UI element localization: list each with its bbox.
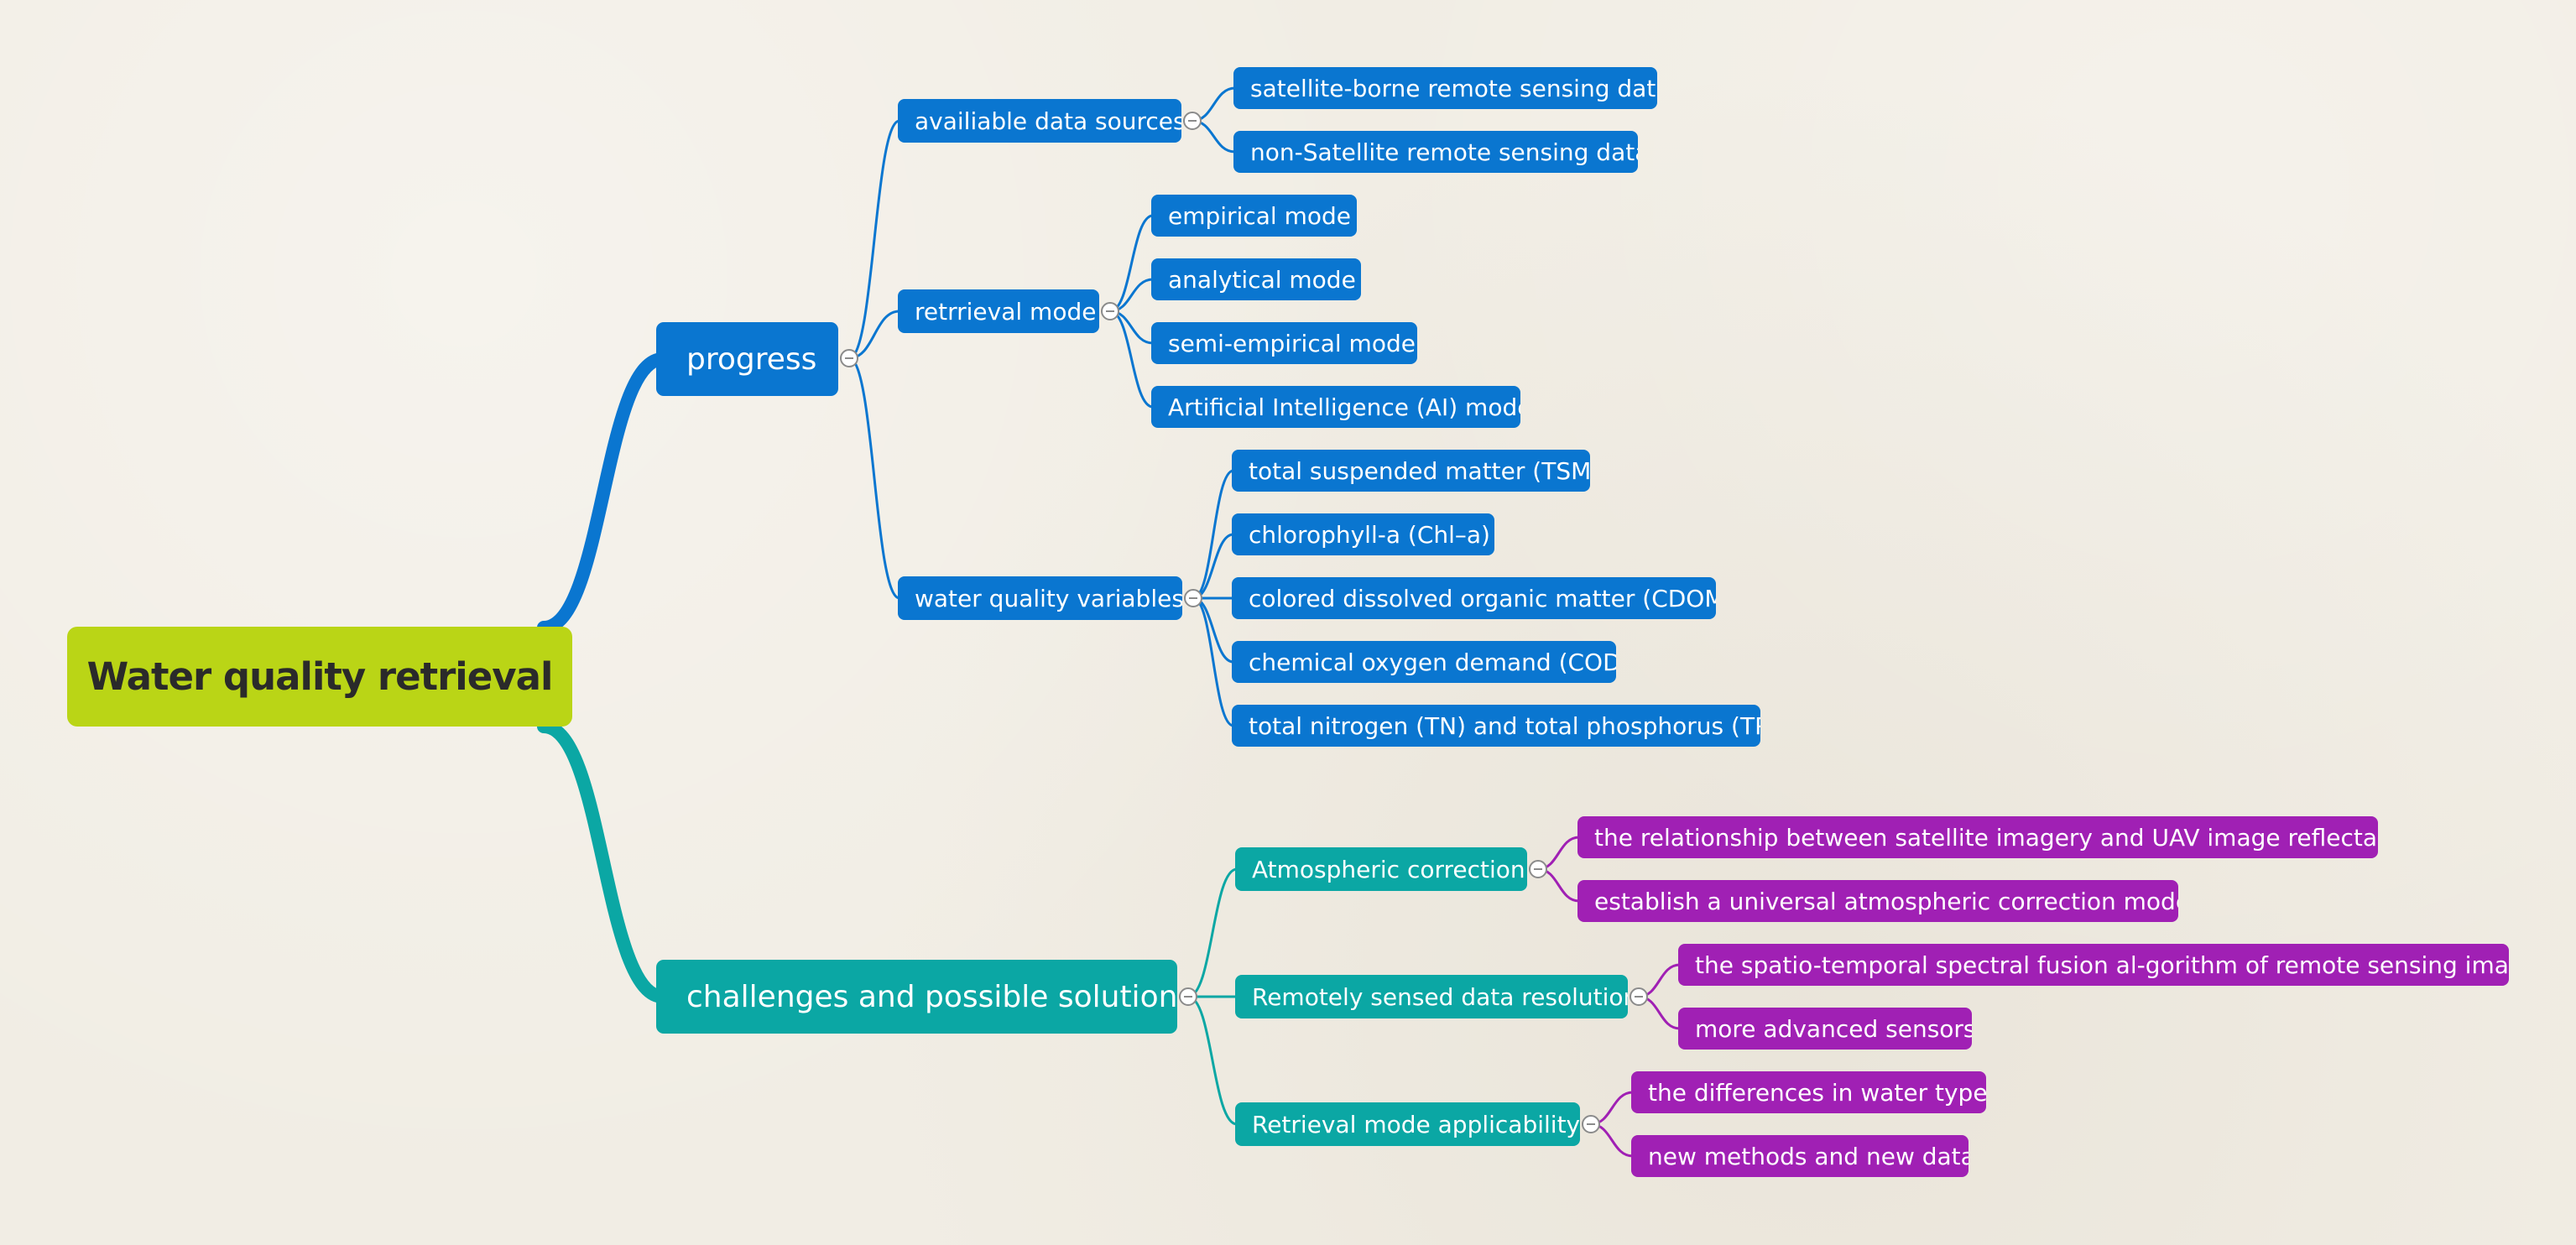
- link-root-challenges: [537, 720, 670, 1003]
- leaf-label: non-Satellite remote sensing data: [1250, 138, 1638, 166]
- collapse-toggle-data-sources-icon[interactable]: [1183, 112, 1202, 130]
- subtopic-atmospheric-correction[interactable]: Atmospheric correction: [1235, 847, 1527, 891]
- collapse-toggle-variables-icon[interactable]: [1184, 589, 1202, 607]
- leaf-label: empirical mode: [1168, 201, 1351, 230]
- leaf-satellite-borne-data[interactable]: satellite-borne remote sensing data: [1233, 67, 1657, 109]
- leaf-label: establish a universal atmospheric correc…: [1594, 887, 2178, 915]
- topic-progress[interactable]: progress: [656, 322, 838, 396]
- subtopic-data-sources[interactable]: availiable data sources: [898, 99, 1181, 143]
- leaf-universal-correction-model[interactable]: establish a universal atmospheric correc…: [1577, 880, 2178, 922]
- root-topic-label: Water quality retrieval: [86, 654, 554, 699]
- collapse-toggle-challenges-icon[interactable]: [1179, 987, 1197, 1006]
- subtopic-retrieval-mode-label: retrrieval mode: [915, 297, 1097, 326]
- leaf-satellite-uav-reflectance[interactable]: the relationship between satellite image…: [1577, 816, 2378, 858]
- leaf-cod[interactable]: chemical oxygen demand (COD): [1232, 641, 1616, 683]
- leaf-tn-tp[interactable]: total nitrogen (TN) and total phosphorus…: [1232, 705, 1760, 747]
- subtopic-retrieval-mode[interactable]: retrrieval mode: [898, 289, 1099, 333]
- leaf-chlorophyll-a[interactable]: chlorophyll-a (Chl–a): [1232, 513, 1494, 555]
- subtopic-resolution-label: Remotely sensed data resolution: [1252, 982, 1628, 1011]
- topic-challenges-label: challenges and possible solution: [686, 979, 1177, 1014]
- root-topic[interactable]: Water quality retrieval: [67, 627, 572, 727]
- leaf-label: the spatio-temporal spectral fusion al-g…: [1695, 951, 2509, 979]
- leaf-analytical-mode[interactable]: analytical mode: [1151, 258, 1361, 300]
- link-variables-leaf: [1192, 596, 1235, 727]
- link-progress-subtopic: [847, 119, 901, 360]
- leaf-label: Artificial Intelligence (AI) mode: [1168, 393, 1520, 421]
- link-progress-subtopic: [847, 357, 901, 600]
- leaf-label: satellite-borne remote sensing data: [1250, 74, 1657, 102]
- subtopic-data-sources-label: availiable data sources: [915, 107, 1181, 135]
- link-variables-leaf: [1192, 596, 1235, 664]
- subtopic-variables-label: water quality variables: [915, 584, 1182, 612]
- topic-progress-label: progress: [686, 341, 817, 377]
- subtopic-mode-applicability[interactable]: Retrieval mode applicability: [1235, 1102, 1580, 1146]
- subtopic-atmospheric-label: Atmospheric correction: [1252, 855, 1525, 883]
- link-challenges-subtopic: [1186, 867, 1238, 998]
- topic-challenges[interactable]: challenges and possible solution: [656, 960, 1177, 1034]
- collapse-toggle-retrieval-mode-icon[interactable]: [1101, 302, 1119, 320]
- leaf-cdom[interactable]: colored dissolved organic matter (CDOM): [1232, 577, 1716, 619]
- collapse-toggle-atmospheric-icon[interactable]: [1529, 860, 1547, 878]
- leaf-label: total suspended matter (TSM): [1249, 456, 1590, 485]
- leaf-water-type-differences[interactable]: the differences in water types: [1631, 1071, 1986, 1113]
- link-variables-leaf: [1192, 533, 1235, 600]
- link-challenges-subtopic: [1186, 995, 1238, 1126]
- leaf-ai-mode[interactable]: Artificial Intelligence (AI) mode: [1151, 386, 1520, 428]
- leaf-non-satellite-data[interactable]: non-Satellite remote sensing data: [1233, 131, 1638, 173]
- leaf-semi-empirical-mode[interactable]: semi-empirical mode: [1151, 322, 1417, 364]
- leaf-spectral-fusion-algorithm[interactable]: the spatio-temporal spectral fusion al-g…: [1678, 944, 2509, 986]
- leaf-label: the relationship between satellite image…: [1594, 823, 2378, 852]
- leaf-advanced-sensors[interactable]: more advanced sensors: [1678, 1008, 1972, 1050]
- leaf-label: chlorophyll-a (Chl–a): [1249, 520, 1490, 549]
- subtopic-water-quality-variables[interactable]: water quality variables: [898, 576, 1182, 620]
- leaf-tsm[interactable]: total suspended matter (TSM): [1232, 450, 1590, 492]
- leaf-new-methods-data[interactable]: new methods and new data: [1631, 1135, 1969, 1177]
- link-variables-leaf: [1192, 469, 1235, 600]
- collapse-toggle-applicability-icon[interactable]: [1582, 1115, 1600, 1133]
- leaf-label: chemical oxygen demand (COD): [1249, 648, 1616, 676]
- leaf-label: the differences in water types: [1648, 1078, 1986, 1107]
- leaf-label: more advanced sensors: [1695, 1014, 1972, 1043]
- collapse-toggle-progress-icon[interactable]: [840, 349, 858, 367]
- subtopic-applicability-label: Retrieval mode applicability: [1252, 1110, 1580, 1138]
- leaf-label: total nitrogen (TN) and total phosphorus…: [1249, 711, 1760, 740]
- leaf-label: colored dissolved organic matter (CDOM): [1249, 584, 1716, 612]
- subtopic-data-resolution[interactable]: Remotely sensed data resolution: [1235, 975, 1628, 1018]
- leaf-label: analytical mode: [1168, 265, 1356, 294]
- leaf-label: new methods and new data: [1648, 1142, 1969, 1170]
- collapse-toggle-resolution-icon[interactable]: [1630, 987, 1648, 1006]
- leaf-label: semi-empirical mode: [1168, 329, 1416, 357]
- link-root-progress: [537, 352, 670, 634]
- leaf-empirical-mode[interactable]: empirical mode: [1151, 195, 1357, 237]
